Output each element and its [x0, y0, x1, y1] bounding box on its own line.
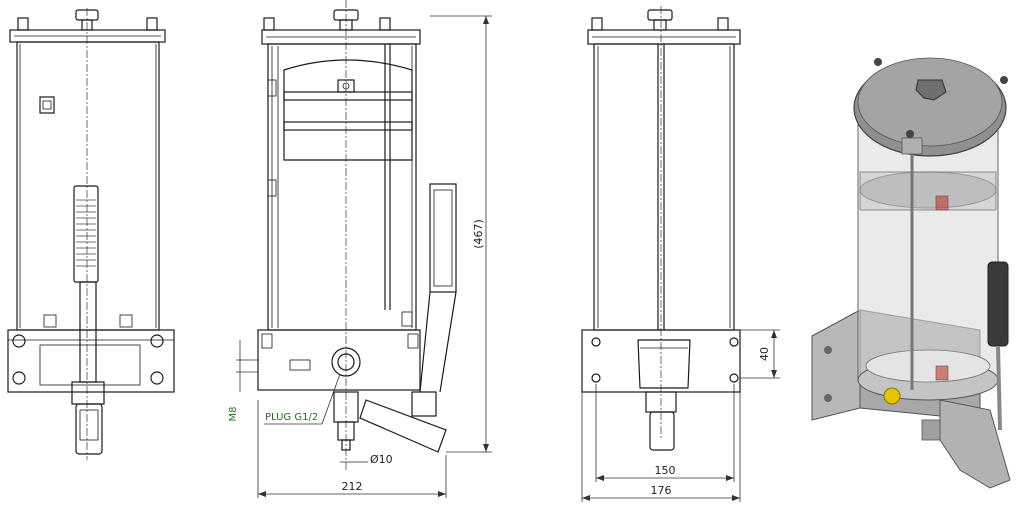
label-plug: PLUG G1/2 — [265, 412, 318, 423]
dim-base-width: 176 — [651, 484, 672, 497]
dim-height: (467) — [472, 219, 485, 249]
dim-base-height: 40 — [758, 347, 771, 361]
label-thread: M8 — [228, 407, 239, 422]
dim-width-side: 212 — [342, 480, 363, 493]
side-view — [236, 0, 492, 498]
isometric-render — [811, 57, 1011, 489]
rear-view — [581, 6, 780, 502]
dim-outlet-diameter: Ø10 — [370, 453, 393, 466]
dim-bolt-spacing: 150 — [655, 464, 676, 477]
front-view — [7, 8, 175, 460]
